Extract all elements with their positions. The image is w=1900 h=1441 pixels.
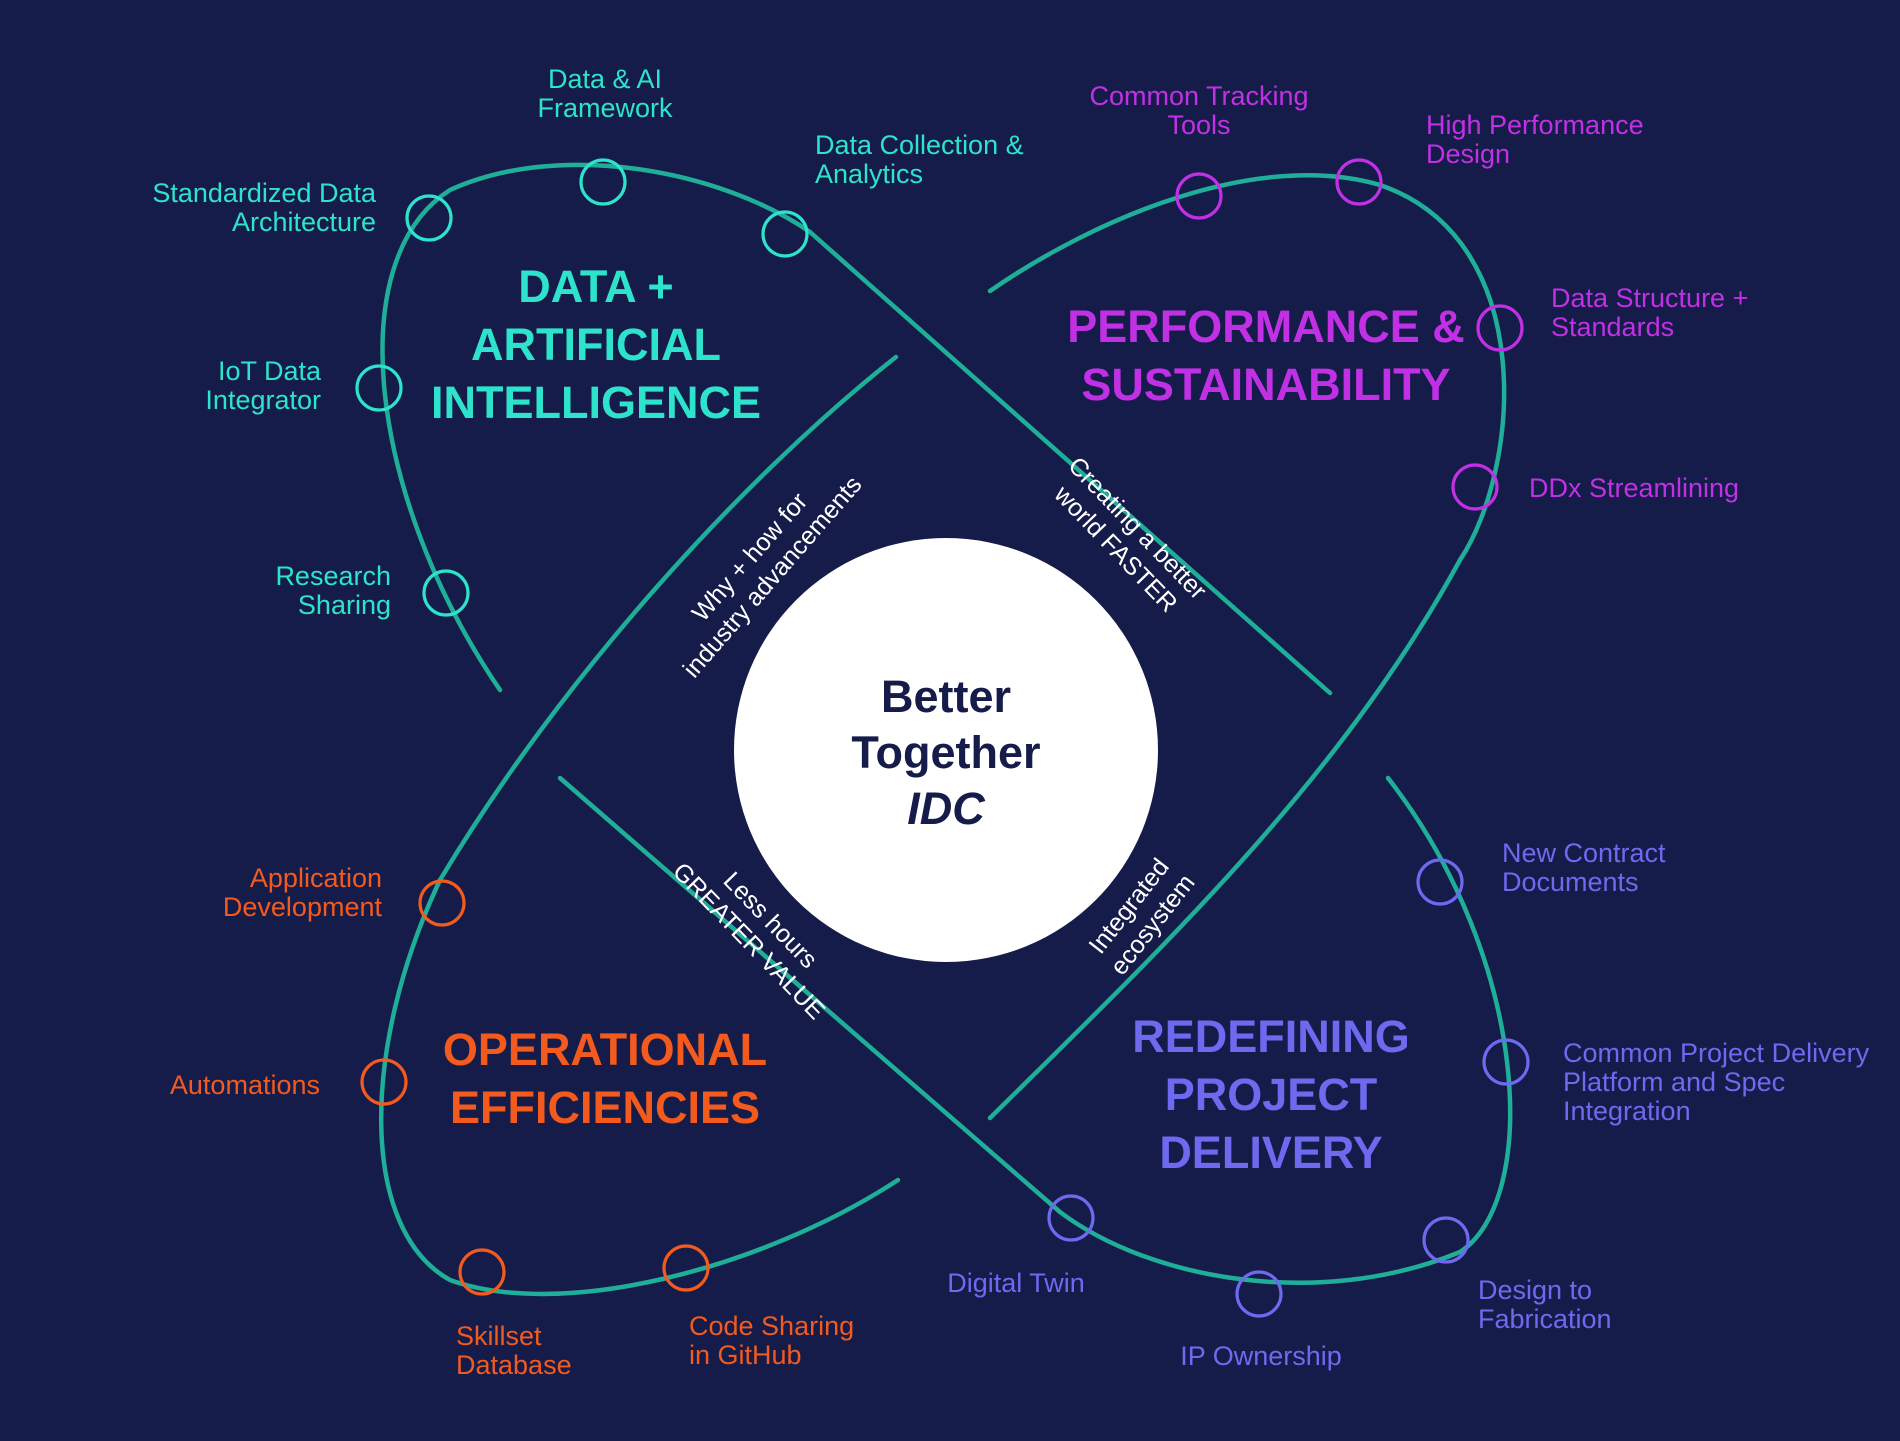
label-data-ai-framework-line-1: Data & AI [548, 64, 662, 94]
label-common-tracking-line-1: Common Tracking [1089, 81, 1308, 111]
orbit-a-center-top-segment [807, 229, 1333, 696]
label-high-performance-line-1: High Performance [1426, 110, 1644, 140]
node-application-development[interactable] [418, 879, 466, 927]
orbit-b-center-left-segment [437, 354, 899, 883]
orbit-b-bottom-left-arc [379, 877, 901, 1297]
node-ddx-streamlining[interactable] [1451, 463, 1499, 511]
label-automations: Automations [170, 1070, 320, 1100]
node-automations[interactable] [360, 1058, 408, 1106]
performance-heading-line-2: SUSTAINABILITY [1081, 359, 1450, 410]
node-ip-ownership[interactable] [1235, 1270, 1283, 1318]
label-data-ai-framework-line-2: Framework [537, 93, 673, 123]
center-line-1: Better [881, 671, 1011, 722]
node-code-sharing-github[interactable] [662, 1244, 710, 1292]
label-data-structure-line-1: Data Structure + [1551, 283, 1748, 313]
performance-heading-line-1: PERFORMANCE & [1067, 301, 1465, 352]
node-common-project-delivery-platform[interactable] [1482, 1038, 1530, 1086]
node-data-collection-analytics[interactable] [761, 210, 809, 258]
node-new-contract-documents[interactable] [1416, 858, 1464, 906]
label-code-sharing-line-1: Code Sharing [689, 1311, 854, 1341]
quadrant-performance: PERFORMANCE & SUSTAINABILITY Common Trac… [1067, 81, 1748, 511]
data-ai-heading-line-2: ARTIFICIAL [471, 319, 721, 370]
node-research-sharing[interactable] [422, 569, 470, 617]
orbit-a-top-left-arc [380, 162, 813, 693]
label-data-collection-line-2: Analytics [815, 159, 923, 189]
label-research-sharing-line-2: Sharing [298, 590, 391, 620]
label-common-tracking-line-2: Tools [1167, 110, 1230, 140]
center-hub: Better Together IDC [734, 538, 1158, 962]
quadrant-delivery: REDEFINING PROJECT DELIVERY New Contract… [947, 838, 1869, 1371]
data-ai-heading-line-3: INTELLIGENCE [431, 377, 761, 428]
node-high-performance-design[interactable] [1335, 158, 1383, 206]
label-skillset-line-1: Skillset [456, 1321, 542, 1351]
label-research-sharing-line-1: Research [275, 561, 391, 591]
label-data-collection-line-1: Data Collection & [815, 130, 1024, 160]
node-standardized-data-architecture[interactable] [405, 194, 453, 242]
node-digital-twin[interactable] [1047, 1194, 1095, 1242]
label-data-structure-line-2: Standards [1551, 312, 1674, 342]
label-design-fabrication-line-2: Fabrication [1478, 1304, 1612, 1334]
label-code-sharing-line-2: in GitHub [689, 1340, 802, 1370]
label-common-project-line-2: Platform and Spec [1563, 1067, 1785, 1097]
node-design-to-fabrication[interactable] [1422, 1216, 1470, 1264]
node-skillset-database[interactable] [458, 1248, 506, 1296]
center-line-2: Together [851, 727, 1040, 778]
label-high-performance-line-2: Design [1426, 139, 1510, 169]
label-new-contract-line-2: Documents [1502, 867, 1639, 897]
node-iot-data-integrator[interactable] [355, 364, 403, 412]
operational-heading-line-1: OPERATIONAL [443, 1024, 767, 1075]
orbit-a-center-bottom-segment [557, 775, 1063, 1215]
orbit-b-center-right-segment [987, 557, 1463, 1121]
label-standardized-data-line-2: Architecture [232, 207, 376, 237]
operational-heading-line-2: EFFICIENCIES [450, 1082, 760, 1133]
label-application-development-line-2: Development [223, 892, 383, 922]
label-design-fabrication-line-1: Design to [1478, 1275, 1592, 1305]
node-common-tracking-tools[interactable] [1175, 172, 1223, 220]
label-common-project-line-3: Integration [1563, 1096, 1691, 1126]
label-application-development-line-1: Application [250, 863, 382, 893]
label-standardized-data-line-1: Standardized Data [152, 178, 377, 208]
label-skillset-line-2: Database [456, 1350, 572, 1380]
label-ddx-streamlining: DDx Streamlining [1529, 473, 1739, 503]
center-line-3: IDC [907, 783, 986, 834]
delivery-heading-line-1: REDEFINING [1132, 1011, 1410, 1062]
data-ai-heading-line-1: DATA + [518, 261, 673, 312]
label-new-contract-line-1: New Contract [1502, 838, 1666, 868]
label-iot-data-line-1: IoT Data [218, 356, 322, 386]
quadrant-data-ai: DATA + ARTIFICIAL INTELLIGENCE Data & AI… [152, 64, 1023, 620]
label-iot-data-line-2: Integrator [205, 385, 321, 415]
delivery-heading-line-3: DELIVERY [1159, 1127, 1382, 1178]
quadrant-operational: OPERATIONAL EFFICIENCIES Application Dev… [170, 863, 854, 1380]
node-data-ai-framework[interactable] [579, 158, 627, 206]
center-circle [734, 538, 1158, 962]
delivery-heading-line-2: PROJECT [1165, 1069, 1378, 1120]
node-data-structure-standards[interactable] [1476, 304, 1524, 352]
label-digital-twin: Digital Twin [947, 1268, 1085, 1298]
label-common-project-line-1: Common Project Delivery [1563, 1038, 1870, 1068]
label-ip-ownership: IP Ownership [1180, 1341, 1342, 1371]
